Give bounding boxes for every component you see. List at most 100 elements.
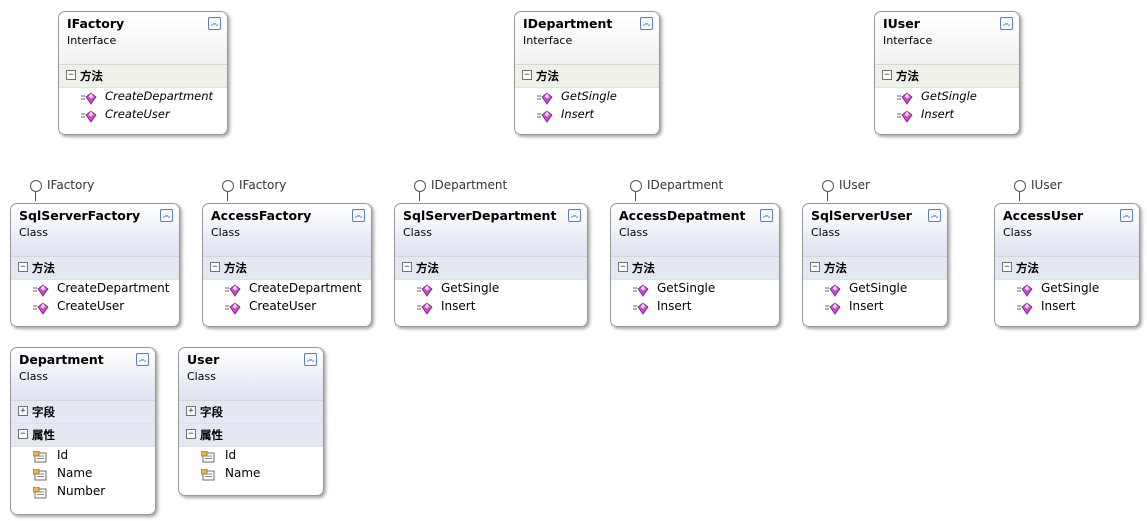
shape-kind: Class — [619, 226, 648, 239]
method-name: Insert — [657, 299, 692, 313]
collapse-icon[interactable]: ︽ — [928, 209, 941, 222]
collapse-icon[interactable]: ︽ — [640, 17, 653, 30]
member-row[interactable]: Name — [11, 465, 155, 483]
collapse-icon[interactable]: ︽ — [1000, 17, 1013, 30]
section-properties[interactable]: − 属性 — [179, 424, 323, 447]
member-row[interactable]: Insert — [515, 106, 659, 124]
member-row[interactable]: Id — [179, 447, 323, 465]
section-label: 方法 — [632, 261, 655, 275]
member-row[interactable]: CreateDepartment — [11, 280, 179, 298]
member-row[interactable]: CreateDepartment — [203, 280, 371, 298]
class-accessfactory[interactable]: AccessFactory Class ︽ − 方法 CreateDepartm… — [202, 203, 372, 327]
class-department[interactable]: Department Class ︽ + 字段 − 属性 Id Name Num… — [10, 347, 156, 515]
expand-section-icon[interactable]: + — [18, 406, 28, 416]
member-row[interactable]: CreateUser — [203, 298, 371, 316]
member-row[interactable]: CreateUser — [59, 106, 227, 124]
member-row[interactable]: GetSingle — [995, 280, 1139, 298]
interface-idepartment[interactable]: IDepartment Interface ︽ − 方法 GetSingle I… — [514, 11, 660, 135]
method-icon — [33, 282, 49, 297]
member-row[interactable]: GetSingle — [611, 280, 779, 298]
method-name: CreateDepartment — [249, 281, 362, 295]
collapse-section-icon[interactable]: − — [18, 262, 28, 272]
section-methods[interactable]: − 方法 — [203, 257, 371, 280]
collapse-section-icon[interactable]: − — [210, 262, 220, 272]
member-row[interactable]: Insert — [803, 298, 947, 316]
member-row[interactable]: CreateUser — [11, 298, 179, 316]
interface-iuser[interactable]: IUser Interface ︽ − 方法 GetSingle Insert — [874, 11, 1020, 135]
method-icon — [897, 108, 913, 123]
method-name: CreateDepartment — [105, 89, 214, 103]
collapse-icon[interactable]: ︽ — [208, 17, 221, 30]
section-label: 方法 — [224, 261, 247, 275]
class-accessdepatment[interactable]: AccessDepatment Class ︽ − 方法 GetSingle I… — [610, 203, 780, 327]
member-row[interactable]: Insert — [611, 298, 779, 316]
section-fields[interactable]: + 字段 — [179, 401, 323, 424]
section-label: 方法 — [1016, 261, 1039, 275]
member-row[interactable]: CreateDepartment — [59, 88, 227, 106]
member-row[interactable]: GetSingle — [803, 280, 947, 298]
member-row[interactable]: GetSingle — [875, 88, 1019, 106]
collapse-section-icon[interactable]: − — [1002, 262, 1012, 272]
member-row[interactable]: Number — [11, 483, 155, 501]
section-methods[interactable]: − 方法 — [995, 257, 1139, 280]
collapse-section-icon[interactable]: − — [18, 429, 28, 439]
method-name: CreateDepartment — [57, 281, 170, 295]
implemented-interface-label: IDepartment — [647, 178, 724, 192]
class-sqlserveruser[interactable]: SqlServerUser Class ︽ − 方法 GetSingle Ins… — [802, 203, 948, 327]
implemented-interface-label: IDepartment — [431, 178, 508, 192]
section-methods[interactable]: − 方法 — [803, 257, 947, 280]
shape-header: SqlServerDepartment Class ︽ — [395, 204, 587, 257]
class-sqlserverfactory[interactable]: SqlServerFactory Class ︽ − 方法 CreateDepa… — [10, 203, 180, 327]
collapse-section-icon[interactable]: − — [186, 429, 196, 439]
collapse-icon[interactable]: ︽ — [160, 209, 173, 222]
class-accessuser[interactable]: AccessUser Class ︽ − 方法 GetSingle Insert — [994, 203, 1140, 327]
section-methods[interactable]: − 方法 — [59, 65, 227, 88]
section-label: 属性 — [32, 428, 55, 442]
interface-ifactory[interactable]: IFactory Interface ︽ − 方法 CreateDepartme… — [58, 11, 228, 135]
section-methods[interactable]: − 方法 — [395, 257, 587, 280]
class-sqlserverdepartment[interactable]: SqlServerDepartment Class ︽ − 方法 GetSing… — [394, 203, 588, 327]
implemented-interface-label: IFactory — [47, 178, 95, 192]
collapse-icon[interactable]: ︽ — [136, 353, 149, 366]
property-icon — [200, 467, 217, 481]
collapse-icon[interactable]: ︽ — [760, 209, 773, 222]
member-row[interactable]: GetSingle — [395, 280, 587, 298]
section-methods[interactable]: − 方法 — [875, 65, 1019, 88]
property-icon — [32, 467, 49, 481]
shape-header: SqlServerFactory Class ︽ — [11, 204, 179, 257]
shape-header: AccessUser Class ︽ — [995, 204, 1139, 257]
section-label: 属性 — [200, 428, 223, 442]
collapse-section-icon[interactable]: − — [522, 70, 532, 80]
collapse-section-icon[interactable]: − — [882, 70, 892, 80]
method-name: Insert — [561, 107, 594, 121]
class-user[interactable]: User Class ︽ + 字段 − 属性 Id Name — [178, 347, 324, 496]
shape-title: User — [187, 352, 220, 367]
collapse-section-icon[interactable]: − — [810, 262, 820, 272]
method-icon — [417, 282, 433, 297]
shape-title: IDepartment — [523, 16, 613, 31]
shape-header: IUser Interface ︽ — [875, 12, 1019, 65]
section-fields[interactable]: + 字段 — [11, 401, 155, 424]
section-properties[interactable]: − 属性 — [11, 424, 155, 447]
member-row[interactable]: Insert — [995, 298, 1139, 316]
member-row[interactable]: GetSingle — [515, 88, 659, 106]
member-row[interactable]: Insert — [395, 298, 587, 316]
section-methods[interactable]: − 方法 — [515, 65, 659, 88]
collapse-icon[interactable]: ︽ — [304, 353, 317, 366]
shape-header: IDepartment Interface ︽ — [515, 12, 659, 65]
lollipop-circle-icon — [222, 180, 234, 192]
collapse-icon[interactable]: ︽ — [352, 209, 365, 222]
collapse-section-icon[interactable]: − — [402, 262, 412, 272]
member-row[interactable]: Insert — [875, 106, 1019, 124]
collapse-section-icon[interactable]: − — [618, 262, 628, 272]
shape-kind: Interface — [883, 34, 933, 47]
collapse-section-icon[interactable]: − — [66, 70, 76, 80]
member-row[interactable]: Id — [11, 447, 155, 465]
method-name: GetSingle — [1041, 281, 1100, 295]
member-row[interactable]: Name — [179, 465, 323, 483]
collapse-icon[interactable]: ︽ — [568, 209, 581, 222]
collapse-icon[interactable]: ︽ — [1120, 209, 1133, 222]
expand-section-icon[interactable]: + — [186, 406, 196, 416]
section-methods[interactable]: − 方法 — [611, 257, 779, 280]
section-methods[interactable]: − 方法 — [11, 257, 179, 280]
